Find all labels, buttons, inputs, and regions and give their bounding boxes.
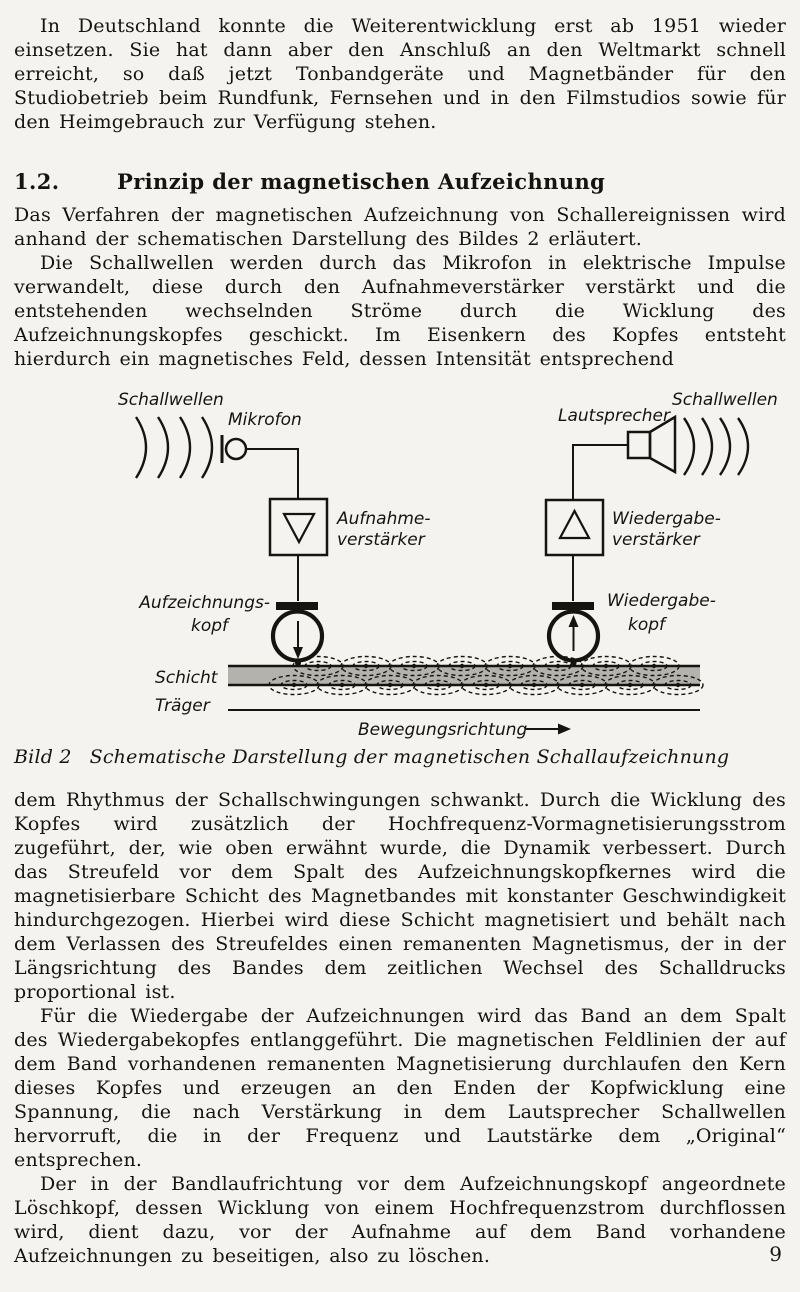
label-record-head-2: kopf (191, 616, 231, 636)
text-block-lower: dem Rhythmus der Schallschwingungen schw… (14, 788, 786, 1268)
label-loudspeaker: Lautsprecher (558, 406, 671, 426)
label-record-amp-1: Aufnahme- (336, 509, 431, 529)
label-playback-head-1: Wiedergabe- (607, 591, 716, 611)
section-heading: 1.2. Prinzip der magnetischen Aufzeichnun… (14, 169, 786, 194)
paragraph-intro: In Deutschland konnte die Weiterentwickl… (14, 15, 786, 133)
direction-arrow-icon (526, 723, 571, 735)
section-number: 1.2. (14, 169, 60, 194)
paragraph-playback: Für die Wiedergabe der Aufzeichnungen wi… (14, 1005, 786, 1171)
magnetization-patterns (268, 655, 704, 696)
section-title: Prinzip der magnetischen Aufzeichnung (117, 169, 606, 194)
text-block-intro: In Deutschland konnte die Weiterentwickl… (14, 14, 786, 134)
playback-amplifier-icon (544, 498, 605, 557)
wire-mic-to-amp (246, 448, 299, 499)
paragraph-soundwaves: Die Schallwellen werden durch das Mikrof… (14, 252, 786, 370)
label-direction: Bewegungsrichtung (358, 720, 528, 740)
label-record-amp-2: verstärker (337, 530, 426, 550)
figure-caption-label: Bild 2 (14, 746, 72, 768)
record-head-icon (270, 602, 325, 666)
paragraph-method: Das Verfahren der magnetischen Aufzeichn… (14, 204, 786, 250)
label-carrier: Träger (155, 696, 211, 716)
text-block-principle: Das Verfahren der magnetischen Aufzeichn… (14, 203, 786, 371)
sound-waves-left-icon (134, 416, 214, 479)
paragraph-erase: Der in der Bandlaufrichtung vor dem Aufz… (14, 1173, 786, 1267)
label-playback-amp-1: Wiedergabe- (612, 509, 721, 529)
page-number: 9 (769, 1242, 782, 1266)
label-playback-amp-2: verstärker (612, 530, 701, 550)
label-record-head-1: Aufzeichnungs- (138, 593, 270, 613)
playback-head-icon (546, 602, 601, 666)
figure-caption: Bild 2 Schematische Darstellung der magne… (14, 746, 786, 768)
label-microphone: Mikrofon (228, 410, 302, 430)
microphone-icon (220, 435, 248, 463)
figure-diagram: Schallwellen Mikrofon Aufnahme- verstärk… (118, 390, 778, 740)
label-playback-head-2: kopf (628, 615, 668, 635)
label-layer: Schicht (155, 668, 219, 688)
label-sound-waves-left: Schallwellen (118, 390, 224, 410)
wire-speaker-to-amp (572, 444, 628, 500)
label-sound-waves-right: Schallwellen (672, 390, 778, 410)
record-amplifier-icon (268, 497, 329, 557)
paragraph-rhythm: dem Rhythmus der Schallschwingungen schw… (14, 789, 786, 1003)
sound-waves-right-icon (683, 417, 750, 476)
figure-caption-text: Schematische Darstellung der magnetische… (89, 746, 730, 768)
